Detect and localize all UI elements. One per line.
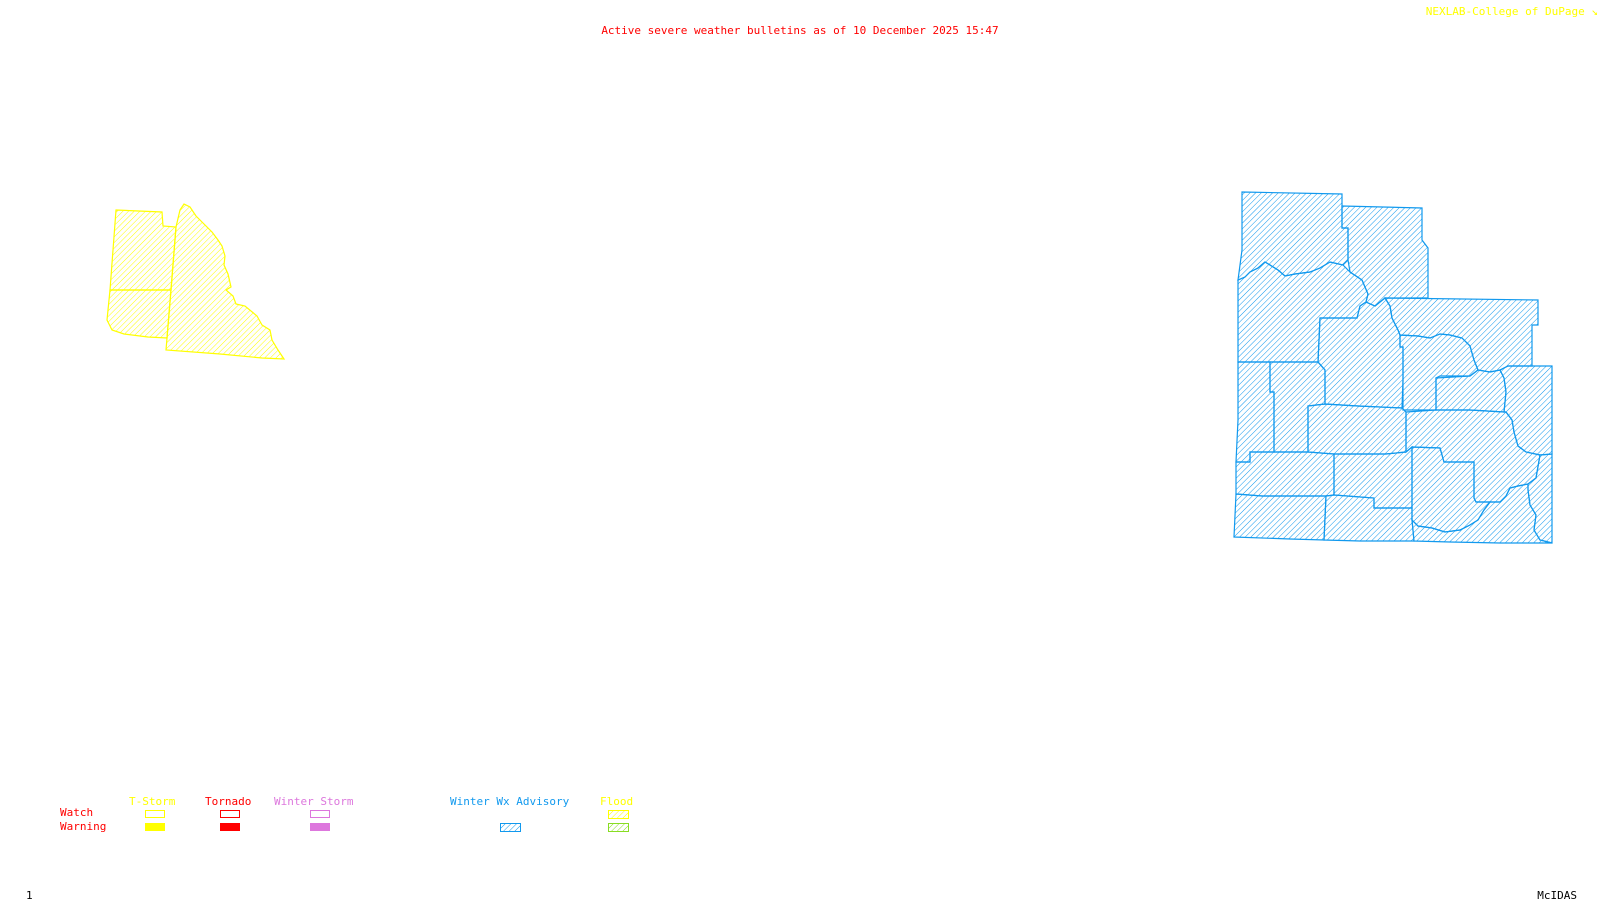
legend-watch-label: Watch [60,806,94,819]
legend-warning-label: Warning [60,820,107,833]
county-sw [106,289,172,339]
county-east [165,203,286,360]
legend-tstorm-label: T-Storm [129,795,176,808]
legend-flood-label: Flood [600,795,634,808]
credit-text: NEXLAB-College of DuPage [1425,5,1585,18]
county-9 [1235,361,1275,463]
county-19 [1411,483,1553,544]
page-title: Active severe weather bulletins as of 10… [601,24,999,37]
legend-tornado-warning-swatch [220,823,240,831]
legend-tstorm-warning-swatch [145,823,165,831]
legend-tstorm-watch-swatch [145,810,165,818]
legend-winter-storm-label: Winter Storm [274,795,354,808]
legend-winter-wx-advisory-label: Winter Wx Advisory [450,795,570,808]
county-17 [1233,493,1327,541]
legend-winter-wx-advisory-swatch [500,823,521,832]
software-label: McIDAS [1537,889,1577,902]
legend-winter-storm-watch-swatch [310,810,330,818]
county-11 [1307,403,1407,455]
legend-tornado-label: Tornado [205,795,252,808]
county-13 [1235,451,1335,497]
east-winter-wx-advisory-area [1233,191,1553,544]
legend-flood-watch-swatch [608,810,629,819]
west-flood-watch-area [106,203,286,360]
credit-label: NEXLAB-College of DuPage ↘ [1426,5,1598,18]
frame-number: 1 [26,889,33,902]
county-18 [1323,494,1415,542]
county-nw [109,209,177,291]
logo-icon: ↘ [1591,5,1598,18]
legend-tornado-watch-swatch [220,810,240,818]
legend-flood-warning-swatch [608,823,629,832]
legend-winter-storm-warning-swatch [310,823,330,831]
